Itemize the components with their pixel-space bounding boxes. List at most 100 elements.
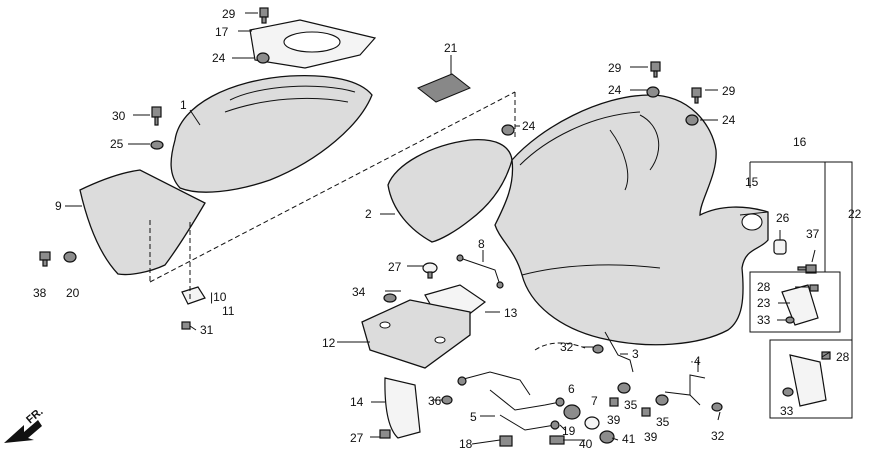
- part-18-nut: [499, 435, 513, 447]
- part-35-nut-a: [617, 382, 631, 394]
- callout-33-a: 33: [757, 313, 771, 327]
- callout-14: 14: [350, 395, 364, 409]
- part-6-bushing: [563, 404, 581, 420]
- part-39-bolt-b: [641, 407, 651, 417]
- box-16-bracket: [749, 161, 853, 340]
- callout-8: 8: [478, 237, 485, 251]
- part-35-nut-b: [655, 394, 669, 406]
- callout-31: 31: [200, 323, 214, 337]
- callout-17: 17: [215, 25, 229, 39]
- callout-24-a: 24: [212, 51, 226, 65]
- callout-29-top: 29: [222, 7, 236, 21]
- front-direction-indicator: FR.: [4, 406, 46, 443]
- part-10-11-clip: [181, 286, 206, 305]
- part-30-bolt: [151, 106, 162, 126]
- part-24-grommet-b: [646, 86, 660, 98]
- callout-25: 25: [110, 137, 124, 151]
- callout-37: 37: [806, 227, 820, 241]
- part-27-clip-b: [379, 429, 391, 439]
- part-12-tray: [361, 299, 471, 369]
- part-26-grommet: [773, 239, 787, 255]
- part-24-grommet-d: [501, 124, 515, 136]
- leader-lines: [65, 12, 831, 445]
- callout-30: 30: [112, 109, 126, 123]
- part-41-nut: [599, 430, 615, 444]
- part-31-screw: [181, 321, 191, 330]
- part-21-decal: [417, 73, 471, 103]
- callout-4: ·4: [690, 354, 701, 368]
- front-label: FR.: [24, 406, 45, 427]
- part-3-rod: [604, 331, 634, 373]
- part-1-seat-cowl: [170, 74, 373, 193]
- part-29-bolt-c: [691, 87, 702, 104]
- part-29-bolt-b: [650, 61, 661, 78]
- callout-15: 15: [745, 175, 759, 189]
- callout-24-b: 24: [608, 83, 622, 97]
- callout-38: 38: [33, 286, 47, 300]
- callout-6: 6: [568, 382, 575, 396]
- part-14-bracket: [384, 377, 421, 439]
- callout-40: 40: [579, 437, 593, 451]
- callout-28-a: 28: [757, 280, 771, 294]
- callout-39-b: 39: [644, 430, 658, 444]
- callout-11: 11: [222, 304, 235, 318]
- part-8-bracket: [456, 254, 504, 289]
- callout-13: 13: [504, 306, 518, 320]
- callout-27-a: 27: [388, 260, 402, 274]
- callout-3: 3: [632, 347, 639, 361]
- callout-19: 19: [562, 424, 576, 438]
- callout-29-c: 29: [722, 84, 736, 98]
- part-29-bolt-top: [259, 7, 269, 24]
- arrow-left-down-icon: [4, 420, 42, 443]
- callout-9: 9: [55, 199, 62, 213]
- part-24-grommet-a: [256, 52, 270, 64]
- callout-12: 12: [322, 336, 336, 350]
- part-15-main-body: [494, 94, 769, 346]
- callout-26: 26: [776, 211, 790, 225]
- callout-36: 36: [428, 394, 442, 408]
- callout-labels: 29 17 24 1 30 25 9 38 20 |10 11 31 21 2 …: [33, 7, 862, 451]
- part-34-grommet: [383, 293, 397, 303]
- callout-22: 22: [848, 207, 862, 221]
- part-20-nut: [63, 251, 77, 263]
- callout-32-a: 32: [560, 340, 574, 354]
- callout-39-a: 39: [607, 413, 621, 427]
- part-39-bolt-a: [609, 397, 619, 407]
- part-27-clip-a: [422, 262, 438, 279]
- part-25-washer: [150, 140, 164, 150]
- part-32-nut-b: [711, 402, 723, 412]
- callout-32-b: 32: [711, 429, 725, 443]
- callout-27-b: 27: [350, 431, 364, 445]
- part-32-nut-a: [592, 344, 604, 354]
- callout-33-b: 33: [780, 404, 794, 418]
- box-28-frame: [769, 339, 853, 419]
- callout-41: 41: [622, 432, 636, 446]
- callout-21: 21: [444, 41, 458, 55]
- callout-35-a: 35: [624, 398, 638, 412]
- callout-1: 1: [180, 98, 187, 112]
- callout-24-c: 24: [722, 113, 736, 127]
- callout-5: 5: [470, 410, 477, 424]
- part-5-linkage: [457, 371, 565, 431]
- callout-28-b: 28: [836, 350, 850, 364]
- part-36-screw: [441, 395, 453, 405]
- callout-16: 16: [793, 135, 807, 149]
- callout-29-b: 29: [608, 61, 622, 75]
- part-17-top-plate: [249, 19, 377, 69]
- callout-24-d: 24: [522, 119, 536, 133]
- callout-7: 7: [591, 394, 598, 408]
- callout-23: 23: [757, 296, 771, 310]
- part-4-rod: [664, 374, 706, 406]
- part-37-bolt: [797, 264, 817, 274]
- callout-10: |10: [210, 290, 227, 304]
- callout-34: 34: [352, 285, 366, 299]
- callout-20: 20: [66, 286, 80, 300]
- part-2-side-cover: [387, 139, 513, 243]
- part-24-grommet-c: [685, 114, 699, 126]
- part-38-bolt: [39, 251, 51, 267]
- part-7-washer: [584, 416, 600, 430]
- part-9-fender-flap: [79, 169, 206, 276]
- callout-2: 2: [365, 207, 372, 221]
- callout-35-b: 35: [656, 415, 670, 429]
